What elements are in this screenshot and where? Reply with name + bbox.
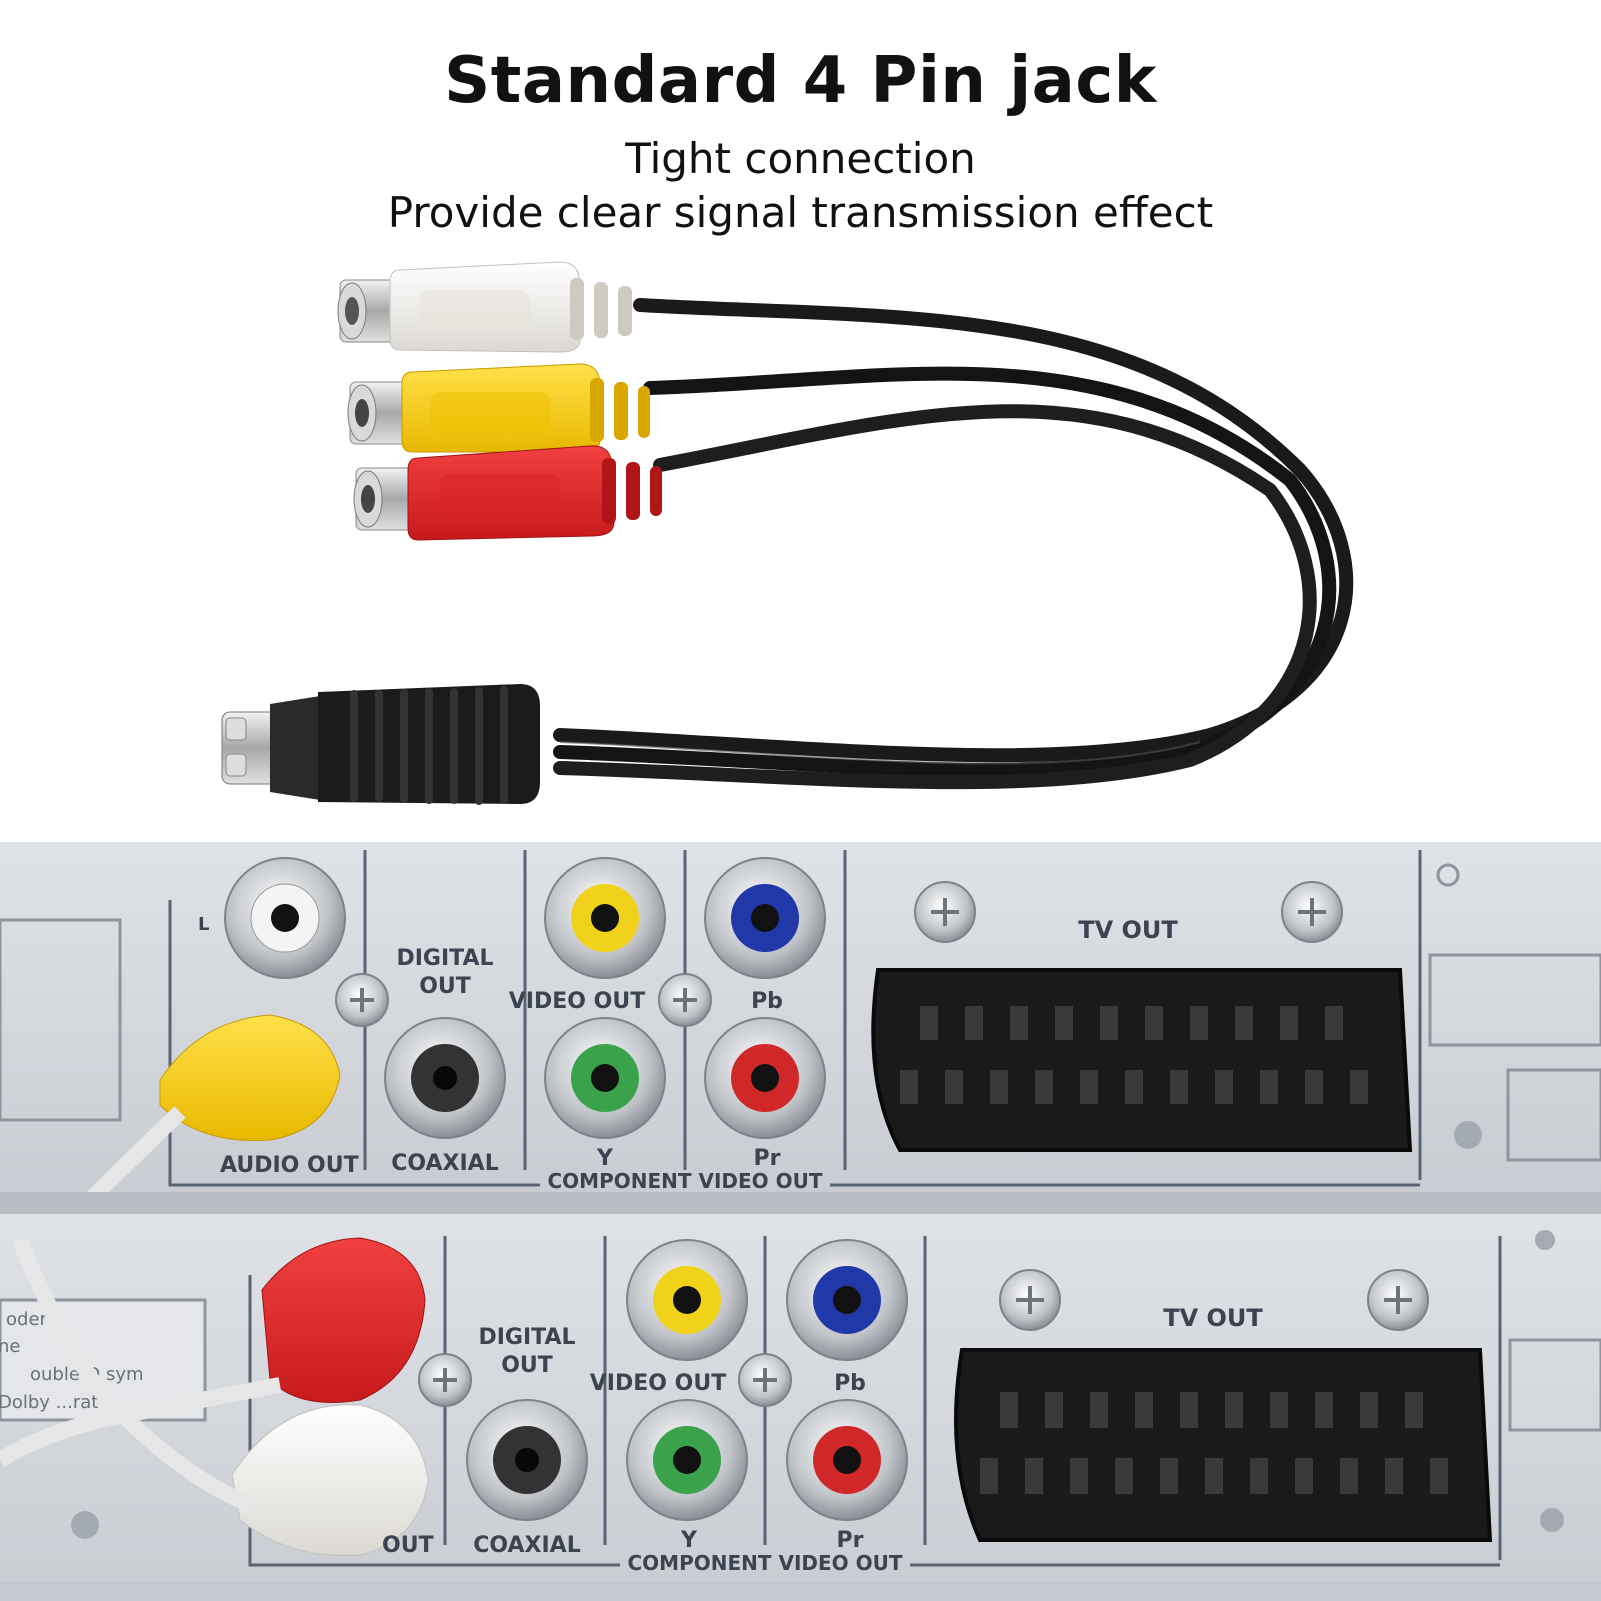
rca-cable bbox=[553, 298, 1354, 790]
label-coaxial-lower: COAXIAL bbox=[473, 1533, 580, 1558]
label-audio-out: AUDIO OUT bbox=[220, 1153, 359, 1178]
yellow-rca-female-plug bbox=[347, 363, 650, 453]
label-component-video-out-lower: COMPONENT VIDEO OUT bbox=[627, 1551, 902, 1575]
label-y: Y bbox=[596, 1146, 614, 1171]
product-headline: Standard 4 Pin jack Tight connection Pro… bbox=[0, 0, 1601, 250]
label-tv-out-lower: TV OUT bbox=[1163, 1304, 1263, 1332]
headline-feature-1: Tight connection bbox=[625, 134, 976, 183]
label-out: OUT bbox=[382, 1533, 434, 1558]
label-coaxial: COAXIAL bbox=[391, 1151, 498, 1176]
upper-panel-labels: L AUDIO OUT DIGITAL OUT COAXIAL VIDEO OU… bbox=[198, 914, 1178, 1193]
label-video-out-lower: VIDEO OUT bbox=[590, 1371, 726, 1396]
label-l: L bbox=[198, 914, 209, 935]
headline-feature-2: Provide clear signal transmission effect bbox=[387, 188, 1214, 237]
label-pr-lower: Pr bbox=[837, 1528, 864, 1553]
headline-title: Standard 4 Pin jack bbox=[444, 44, 1157, 118]
lower-dvd-back-panel: oder ne ouble-D sym Dolby ...rat bbox=[0, 1214, 1601, 1601]
label-pr: Pr bbox=[754, 1146, 781, 1171]
label-pb: Pb bbox=[751, 989, 783, 1014]
label-digital-out-lower: OUT bbox=[501, 1353, 553, 1378]
label-component-video-out: COMPONENT VIDEO OUT bbox=[547, 1169, 822, 1193]
upper-dvd-back-panel bbox=[0, 842, 1601, 1288]
label-digital-lower: DIGITAL bbox=[478, 1325, 575, 1350]
red-rca-plug-inserted bbox=[0, 1237, 426, 1467]
label-y-lower: Y bbox=[680, 1528, 698, 1553]
s-video-4-pin-plug bbox=[221, 684, 540, 805]
label-video-out: VIDEO OUT bbox=[509, 989, 645, 1014]
label-pb-lower: Pb bbox=[834, 1371, 866, 1396]
svg-text:Dolby ...rat: Dolby ...rat bbox=[0, 1392, 98, 1413]
svg-text:oder: oder bbox=[6, 1309, 48, 1330]
label-digital-out: OUT bbox=[419, 974, 471, 999]
white-rca-plug-inserted bbox=[12, 1237, 429, 1557]
red-rca-female-plug bbox=[353, 445, 662, 541]
lower-panel-labels: OUT DIGITAL OUT COAXIAL VIDEO OUT Pb Y P… bbox=[382, 1304, 1263, 1575]
white-rca-female-plug bbox=[337, 261, 632, 353]
label-tv-out: TV OUT bbox=[1078, 916, 1178, 944]
svg-text:ne: ne bbox=[0, 1336, 20, 1357]
label-digital: DIGITAL bbox=[396, 946, 493, 971]
